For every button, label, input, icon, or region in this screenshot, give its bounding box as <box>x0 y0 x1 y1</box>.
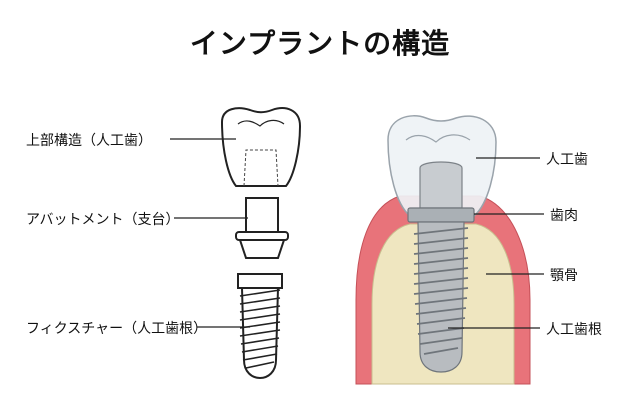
fixture-illustration <box>237 273 283 380</box>
label-crown: 上部構造（人工歯） <box>26 133 152 149</box>
label-gum: 歯肉 <box>550 208 578 224</box>
label-jawbone: 顎骨 <box>550 268 578 284</box>
right-leader-lines <box>448 157 544 329</box>
crown-illustration <box>220 107 302 187</box>
label-artificial-tooth: 人工歯 <box>546 152 588 168</box>
label-artificial-root: 人工歯根 <box>546 322 602 338</box>
label-abutment: アバットメント（支台） <box>26 212 180 228</box>
page-title: インプラントの構造 <box>189 27 451 60</box>
implant-cross-section <box>355 115 531 385</box>
label-fixture: フィクスチャー（人工歯根） <box>26 321 208 337</box>
abutment-illustration <box>235 197 289 259</box>
left-leader-lines <box>170 138 250 328</box>
